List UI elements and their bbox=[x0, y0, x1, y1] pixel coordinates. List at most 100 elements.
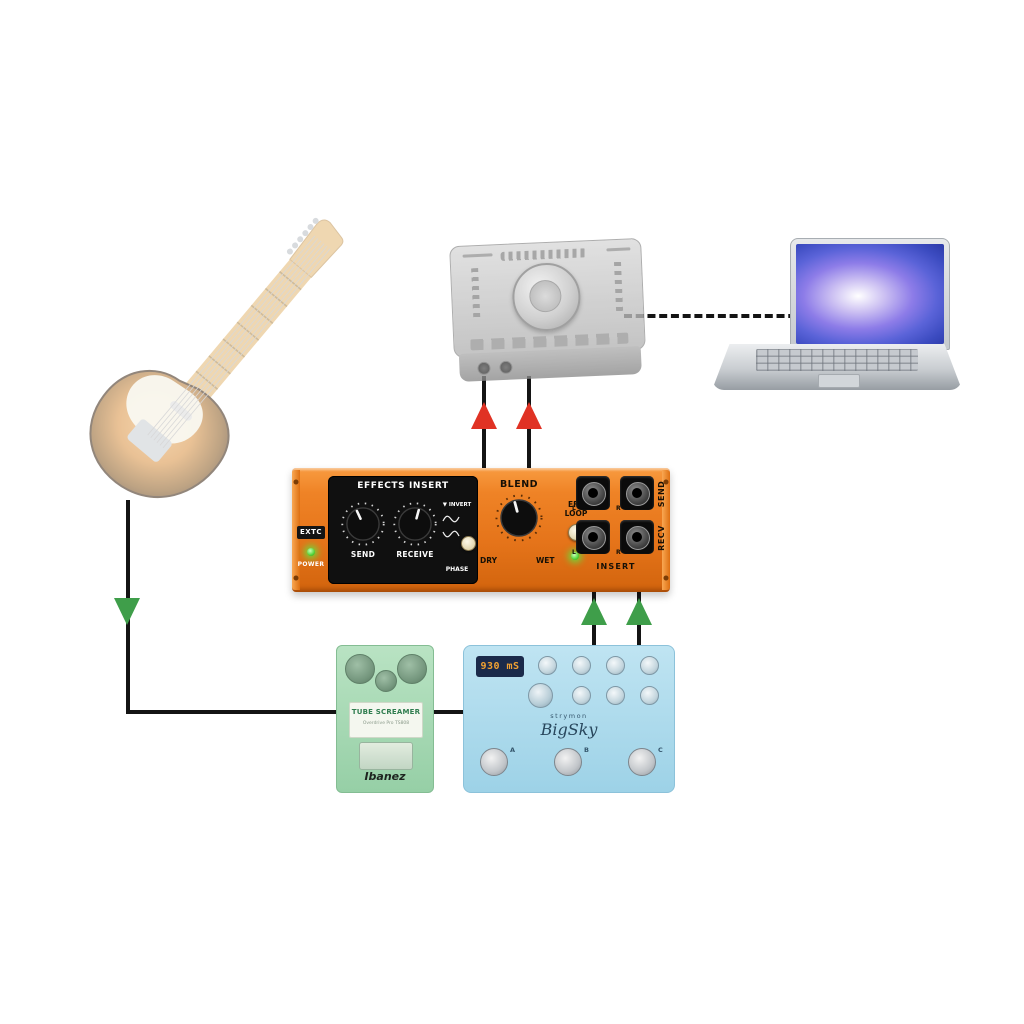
send-jack-left bbox=[576, 476, 610, 510]
tubescreamer-brand: Ibanez bbox=[364, 770, 406, 783]
red-arrow-up-icon bbox=[471, 402, 497, 429]
red-arrow-up-icon bbox=[516, 402, 542, 429]
laptop-base bbox=[712, 344, 962, 390]
audio-interface bbox=[449, 237, 647, 382]
jack-ring bbox=[582, 526, 606, 550]
waveform-normal-icon bbox=[442, 515, 460, 523]
bigsky-knob bbox=[606, 656, 625, 675]
extc-left-flange bbox=[292, 470, 300, 590]
send-knob-label: SEND bbox=[350, 550, 376, 559]
bigsky-knob bbox=[572, 656, 591, 675]
tubescreamer-drive-knob bbox=[345, 654, 375, 684]
bigsky-footswitch-c-label: C bbox=[658, 746, 663, 754]
interface-top-panel bbox=[449, 237, 646, 359]
tube-screamer-pedal: TUBE SCREAMER Overdrive Pro TS808 Ibanez bbox=[336, 645, 434, 793]
effects-insert-panel: EFFECTS INSERT SEND RECEIVE ▼ INVERT P bbox=[328, 476, 478, 584]
invert-label: ▼ INVERT bbox=[442, 502, 472, 508]
guitar-headstock bbox=[289, 219, 344, 279]
tubescreamer-subtitle: Overdrive Pro TS808 bbox=[362, 721, 410, 726]
green-arrow-down-icon bbox=[114, 598, 140, 625]
electric-guitar bbox=[89, 217, 344, 498]
efx-loop-line2: LOOP bbox=[564, 508, 588, 518]
guitar-pickup bbox=[170, 401, 192, 421]
laptop-trackpad bbox=[818, 374, 860, 388]
blend-label: BLEND bbox=[499, 479, 539, 490]
interface-input-jack bbox=[477, 361, 491, 376]
tubescreamer-level-knob bbox=[397, 654, 427, 684]
green-arrow-up-icon bbox=[626, 598, 652, 625]
bigsky-footswitch-c bbox=[628, 748, 656, 776]
bigsky-pedal: 930 mS strymon BigSky A B C bbox=[463, 645, 675, 793]
bigsky-knob bbox=[606, 686, 625, 705]
bigsky-knob bbox=[640, 686, 659, 705]
phase-label: PHASE bbox=[445, 566, 469, 573]
jack-right-channel-label: R bbox=[616, 549, 621, 556]
receive-knob-label: RECEIVE bbox=[396, 550, 434, 559]
efx-loop-led bbox=[571, 552, 579, 560]
recv-jacks-label: RECV bbox=[657, 525, 666, 551]
interface-knob-cap bbox=[528, 279, 563, 313]
dashed-link-interface-to-laptop bbox=[624, 314, 808, 318]
tubescreamer-title: TUBE SCREAMER bbox=[351, 708, 421, 716]
green-arrow-up-icon bbox=[581, 598, 607, 625]
interface-input-jack bbox=[499, 360, 513, 375]
bigsky-knob bbox=[640, 656, 659, 675]
tubescreamer-tone-knob bbox=[375, 670, 397, 692]
jack-ring bbox=[626, 526, 650, 550]
phase-button bbox=[461, 536, 476, 551]
cable-guitar-to-tubescreamer bbox=[126, 710, 340, 714]
jack-left-channel-label: L bbox=[572, 505, 576, 512]
laptop-keyboard bbox=[756, 349, 918, 371]
extc-right-flange bbox=[662, 470, 670, 590]
extc-effects-insert-unit: EXTC POWER EFFECTS INSERT SEND RECEIVE ▼… bbox=[292, 468, 670, 592]
tubescreamer-footswitch bbox=[359, 742, 413, 770]
interface-led-column-right bbox=[613, 261, 624, 315]
guitar-frets bbox=[195, 271, 302, 390]
interface-led-column-left bbox=[471, 268, 481, 321]
bigsky-footswitch-a-label: A bbox=[510, 746, 516, 754]
jack-ring bbox=[582, 482, 606, 506]
tubescreamer-label-plate: TUBE SCREAMER Overdrive Pro TS808 bbox=[349, 702, 423, 738]
power-led bbox=[307, 548, 315, 556]
bigsky-brand: strymon bbox=[550, 712, 588, 720]
extc-logo: EXTC bbox=[297, 526, 325, 539]
interface-label-mark bbox=[606, 247, 631, 252]
wet-label: WET bbox=[536, 556, 555, 565]
send-jacks-label: SEND bbox=[657, 480, 666, 508]
bigsky-type-selector bbox=[528, 683, 553, 708]
jack-hole bbox=[588, 532, 598, 542]
guitar-neck bbox=[180, 256, 314, 409]
jack-left-channel-label: L bbox=[572, 549, 576, 556]
bigsky-knob bbox=[572, 686, 591, 705]
bigsky-footswitch-b bbox=[554, 748, 582, 776]
dry-label: DRY bbox=[480, 556, 498, 565]
laptop-wallpaper bbox=[796, 244, 944, 344]
jack-right-channel-label: R bbox=[616, 505, 621, 512]
send-knob bbox=[341, 502, 385, 546]
blend-knob bbox=[495, 494, 543, 542]
cable-tubescreamer-to-bigsky bbox=[426, 710, 468, 714]
bigsky-footswitch-b-label: B bbox=[584, 746, 589, 754]
interface-logo-mark bbox=[462, 253, 493, 258]
laptop-screen bbox=[790, 238, 950, 350]
interface-level-knob bbox=[510, 261, 582, 333]
jack-hole bbox=[588, 488, 598, 498]
guitar-bridge bbox=[127, 419, 172, 462]
bigsky-footswitch-a bbox=[480, 748, 508, 776]
insert-label: INSERT bbox=[596, 562, 636, 571]
waveform-inverted-icon bbox=[442, 530, 460, 538]
interface-meter-leds bbox=[500, 248, 587, 262]
send-jack-right bbox=[620, 476, 654, 510]
jack-ring bbox=[626, 482, 650, 506]
recv-jack-right bbox=[620, 520, 654, 554]
bigsky-display: 930 mS bbox=[476, 656, 524, 677]
guitar-tuners bbox=[286, 217, 319, 255]
panel-title: EFFECTS INSERT bbox=[357, 481, 449, 491]
jack-hole bbox=[632, 532, 642, 542]
recv-jack-left bbox=[576, 520, 610, 554]
bigsky-model: BigSky bbox=[540, 720, 598, 739]
receive-knob bbox=[393, 502, 437, 546]
power-label: POWER bbox=[297, 561, 325, 568]
jack-hole bbox=[632, 488, 642, 498]
